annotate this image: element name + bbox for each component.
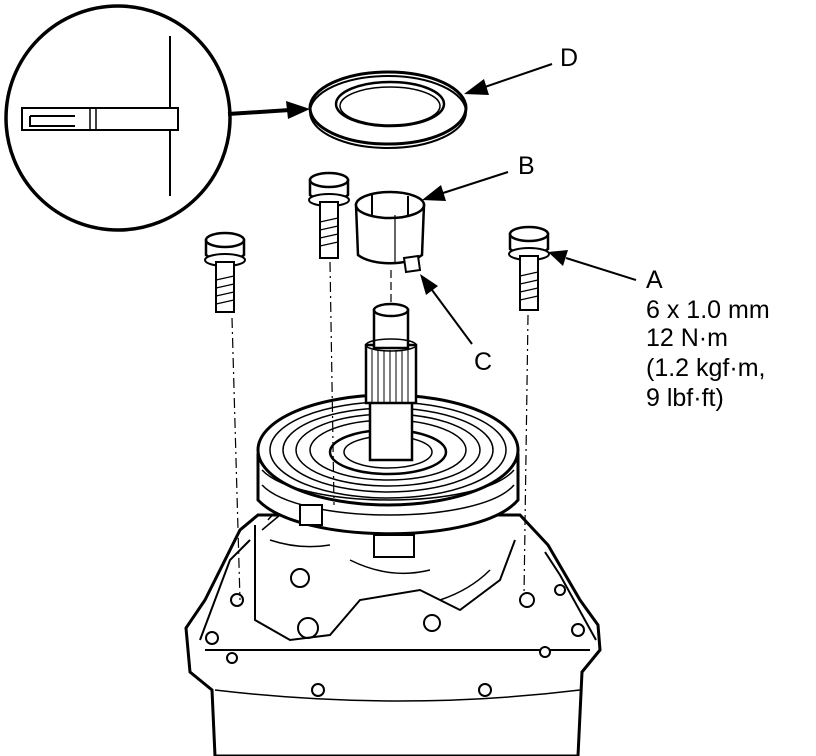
arrowhead-d: [464, 79, 489, 95]
callout-b: B: [518, 152, 535, 180]
bolt-right: [508, 225, 550, 311]
arrowhead-a: [548, 250, 568, 266]
arrowhead-b: [422, 185, 446, 201]
sleeve-collar: [354, 190, 426, 274]
arrowhead-c: [420, 274, 438, 295]
detail-inset: [4, 4, 232, 232]
alignment-lines: [231, 261, 529, 601]
callout-a: A: [646, 266, 663, 294]
leader-arrows: [227, 63, 637, 345]
flange-bolt-holes: [205, 568, 585, 697]
transmission-housing: [184, 511, 602, 756]
arrowhead-inset-to-washer: [286, 101, 310, 119]
bolt-center: [308, 171, 350, 259]
mainshaft: [364, 302, 418, 462]
callout-c: C: [474, 348, 492, 376]
bolt-spec-size: 6 x 1.0 mm: [646, 296, 770, 324]
thrust-washer: [308, 70, 468, 149]
callout-d: D: [560, 44, 578, 72]
bolt-spec-torque-kgfm: (1.2 kgf·m,: [646, 354, 765, 382]
bolt-spec-torque-nm: 12 N·m: [646, 324, 728, 352]
bolt-spec-torque-lbfft: 9 lbf·ft): [646, 384, 724, 412]
bolt-left: [204, 231, 246, 313]
